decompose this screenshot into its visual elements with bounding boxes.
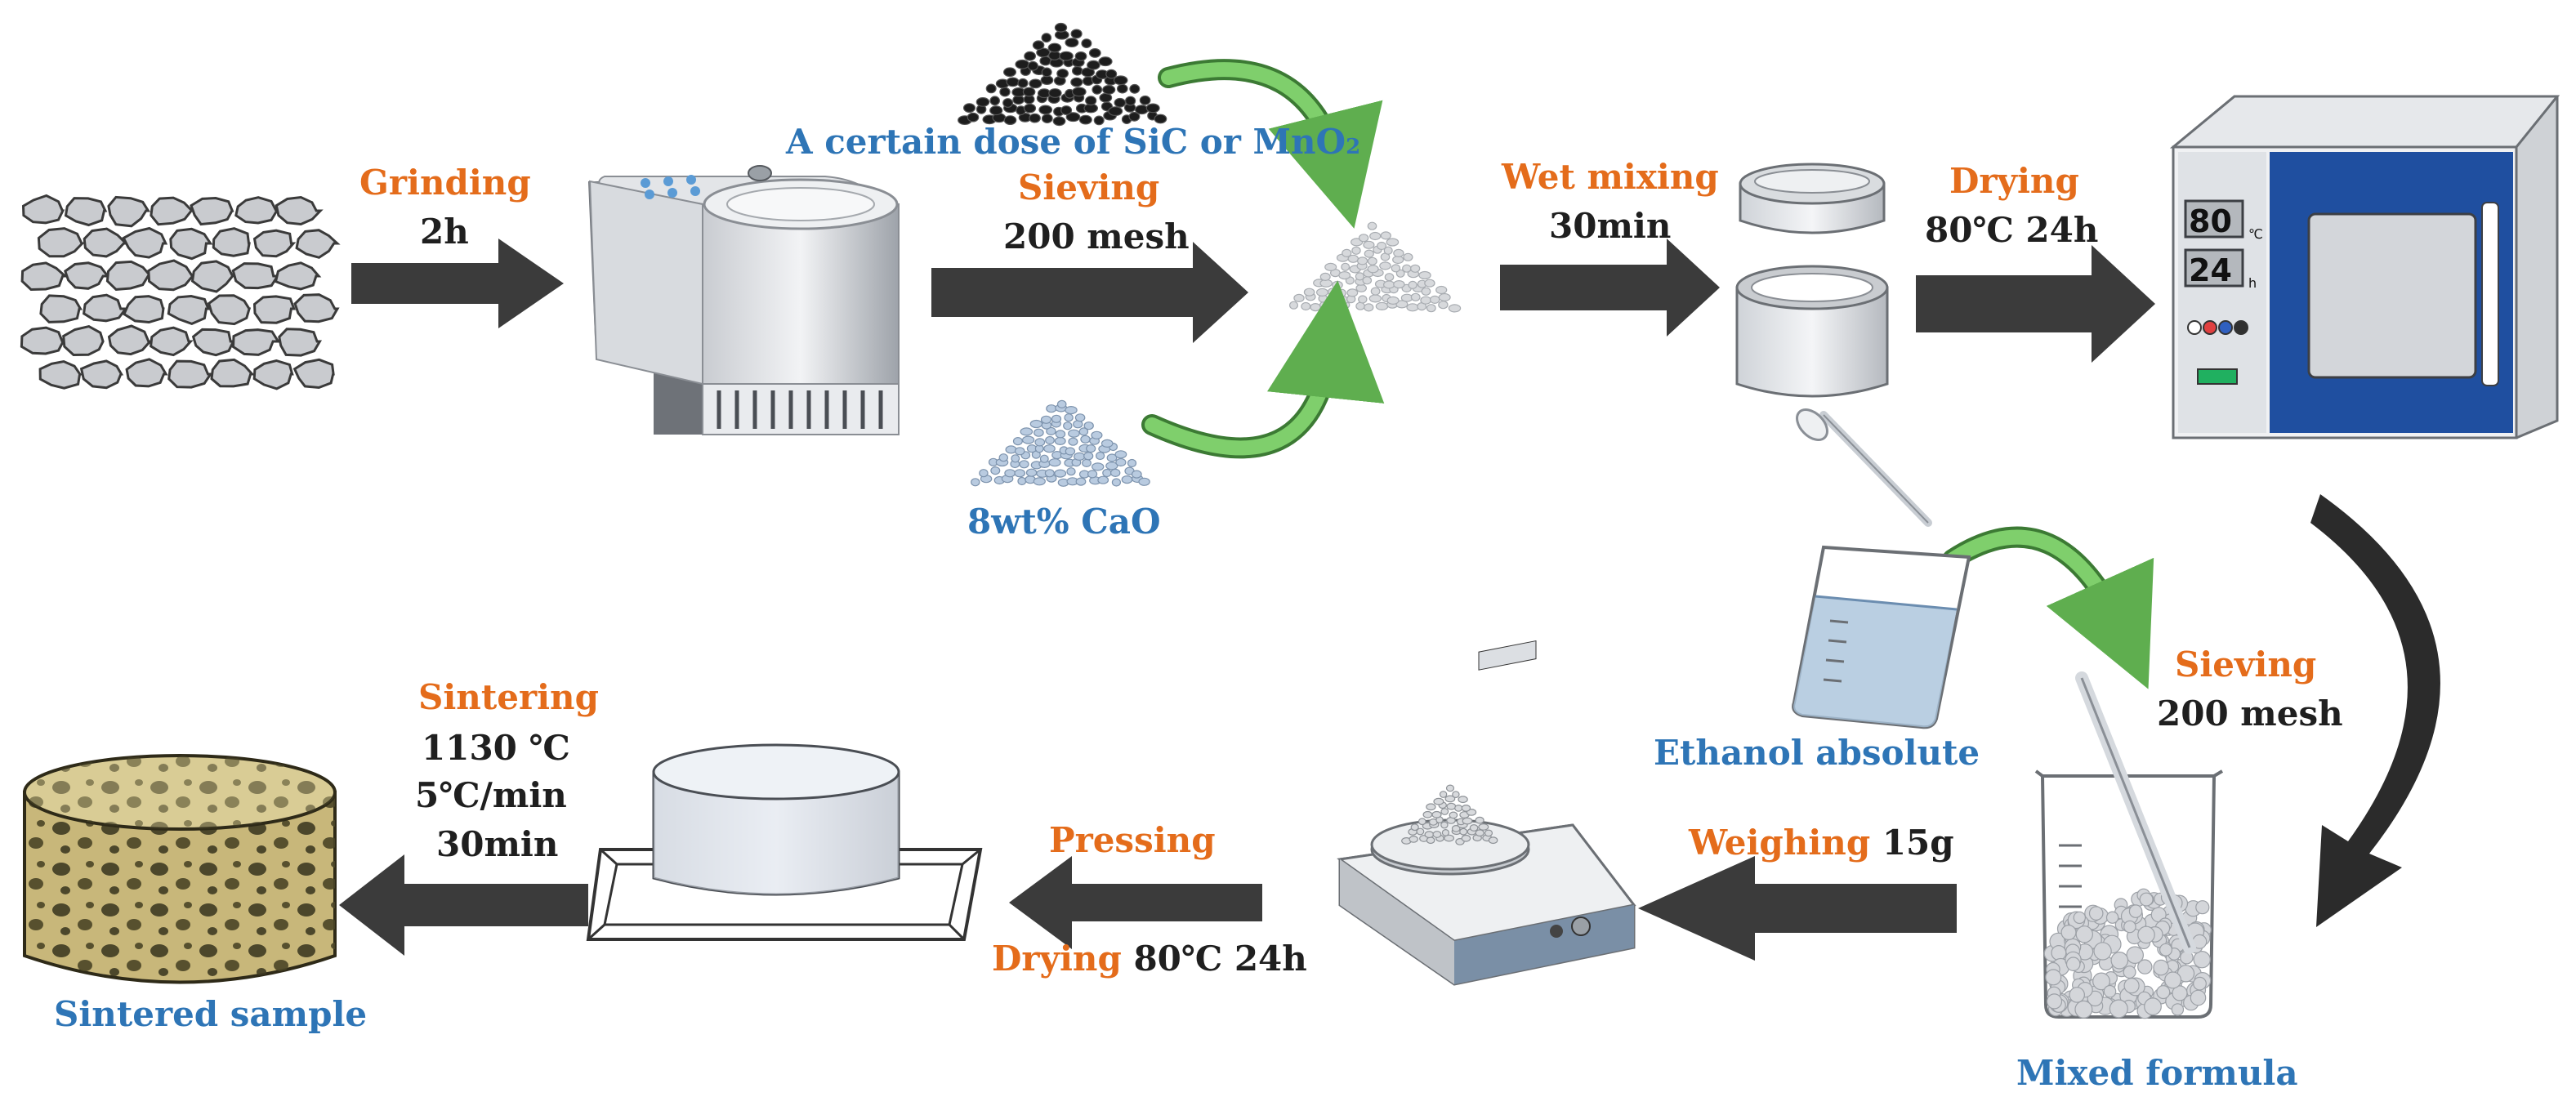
sieving-2-label: Sieving <box>2175 644 2317 685</box>
sieving-label: Sieving <box>1018 167 1160 207</box>
oven-temp-unit: ℃ <box>2248 226 2263 242</box>
drying-condition-label: 80℃ 24h <box>1925 210 2099 250</box>
sinter-time-label: 30min <box>436 824 559 864</box>
dark-powder-pile-icon <box>958 22 1167 127</box>
grinder-machine-icon <box>588 165 900 435</box>
dropper-pipette-icon <box>1796 408 1932 527</box>
sieving-arrow <box>931 242 1248 343</box>
wet-mixing-arrow <box>1500 239 1720 337</box>
raw-material-lumps-icon <box>20 194 341 390</box>
oven-to-beaker-arrow <box>2310 494 2440 927</box>
sintering-label: Sintering <box>418 677 599 717</box>
additive-flow-arrow <box>1158 59 1383 229</box>
sintered-sample-icon <box>23 754 337 984</box>
cao-label: 8wt% CaO <box>967 502 1161 542</box>
oven-temp-display: 80 <box>2189 203 2232 239</box>
grinding-label: Grinding <box>359 163 531 203</box>
drying-2-condition: 80℃ 24h <box>1133 939 1307 979</box>
weighing-text: Weighing <box>1689 823 1871 863</box>
drying-label: Drying <box>1949 161 2079 201</box>
cao-flow-arrow <box>1141 280 1385 459</box>
pressing-label: Pressing <box>1049 820 1216 860</box>
mold-container-icon <box>1735 163 1889 398</box>
sinter-temp-label: 1130 ℃ <box>422 728 570 768</box>
sintered-sample-label: Sintered sample <box>54 994 368 1034</box>
electronic-balance-icon <box>1337 640 1636 986</box>
ethanol-label: Ethanol absolute <box>1654 733 1980 773</box>
sieving-2-mesh-label: 200 mesh <box>2157 693 2343 734</box>
drying-2-label: Drying 80℃ 24h <box>992 939 1307 978</box>
drying-2-text: Drying <box>992 939 1122 979</box>
oven-time-unit: h <box>2248 275 2257 291</box>
balance-powder-pile <box>1401 784 1498 845</box>
mixed-formula-label: Mixed formula <box>2016 1053 2298 1093</box>
additive-text: A certain dose of SiC or MnO <box>786 122 1346 162</box>
weighing-mass: 15g <box>1882 823 1954 863</box>
grinding-arrow <box>351 239 564 328</box>
weighing-label: Weighing 15g <box>1689 823 1954 862</box>
cao-powder-pile-icon <box>971 399 1150 487</box>
pressing-arrow <box>1009 856 1262 949</box>
press-mold-icon <box>586 743 983 941</box>
additive-label: A certain dose of SiC or MnO2 <box>786 123 1360 161</box>
drying-oven-icon <box>2169 95 2560 439</box>
ethanol-beaker-icon <box>1792 545 1971 729</box>
wet-mixing-time-label: 30min <box>1549 206 1672 246</box>
drying-arrow <box>1916 245 2155 363</box>
grinding-time-label: 2h <box>420 212 469 252</box>
ethanol-flow-arrow <box>1942 526 2154 689</box>
sieving-mesh-label: 200 mesh <box>1003 216 1190 256</box>
powder-pile-icon <box>1288 221 1462 313</box>
weighing-arrow <box>1638 856 1957 961</box>
additive-subscript: 2 <box>1346 135 1361 159</box>
mixing-beaker-icon <box>2034 671 2224 1019</box>
sintering-arrow <box>339 854 588 956</box>
sinter-rate-label: 5℃/min <box>415 775 567 815</box>
oven-time-display: 24 <box>2189 252 2232 288</box>
wet-mixing-label: Wet mixing <box>1502 157 1719 197</box>
